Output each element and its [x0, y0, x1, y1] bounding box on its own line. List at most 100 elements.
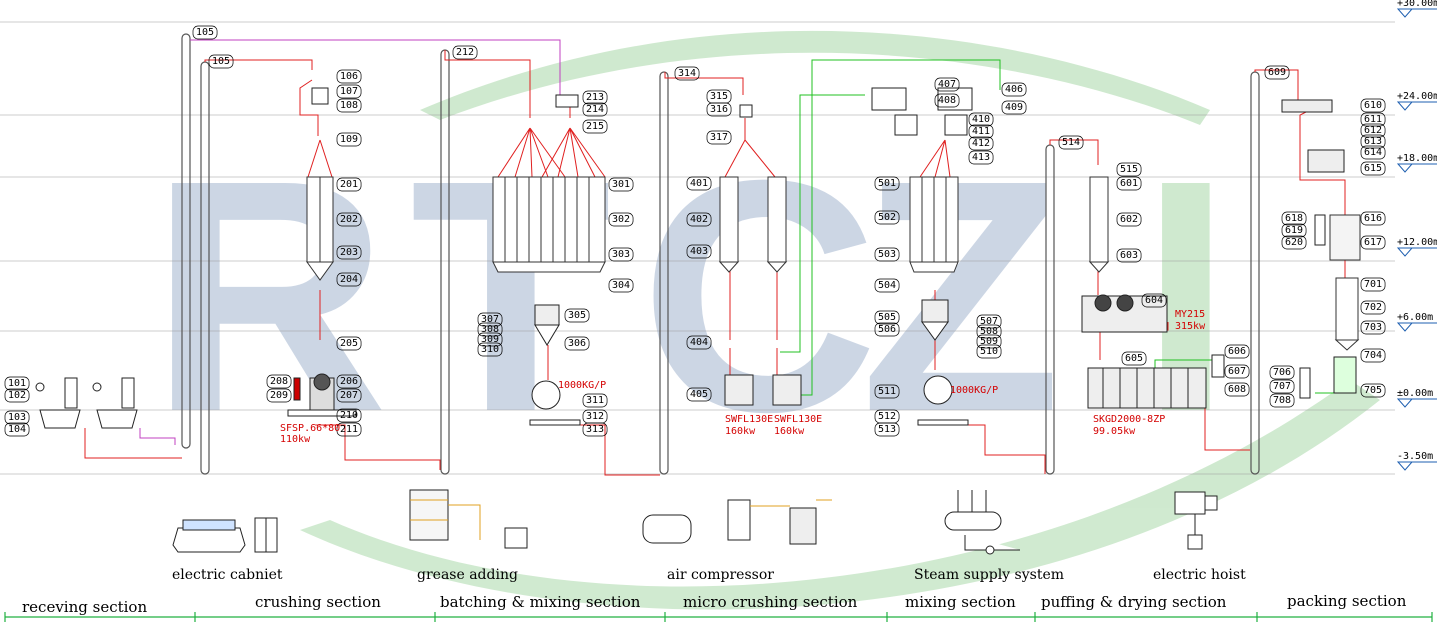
- svg-text:±0.00m: ±0.00m: [1397, 388, 1433, 399]
- tag-label: 609: [1268, 67, 1286, 78]
- tag-frame: [1360, 145, 1386, 160]
- tag-label: 405: [690, 389, 708, 400]
- tag-label: 504: [878, 280, 896, 291]
- tag-frame: [336, 98, 362, 113]
- tag-label: 604: [1145, 295, 1163, 306]
- aux-caption: air compressor: [667, 567, 774, 583]
- packing: [1281, 99, 1357, 399]
- tag-label: 407: [938, 79, 956, 90]
- tag-frame: [968, 136, 994, 151]
- tag-label: 105: [212, 56, 230, 67]
- tag-frame: [874, 278, 900, 293]
- tag-frame: [336, 177, 362, 192]
- tag-label: 514: [1062, 137, 1080, 148]
- tag-frame: [336, 336, 362, 351]
- aux-caption: electric hoist: [1153, 567, 1246, 583]
- tag-label: 616: [1364, 213, 1382, 224]
- svg-text:+30.00m: +30.00m: [1397, 0, 1437, 9]
- tag-label: 403: [690, 246, 708, 257]
- tag-frame: [4, 376, 30, 391]
- tag-label: 102: [8, 390, 26, 401]
- dryer-power: 99.05kw: [1093, 426, 1136, 437]
- tag-label: 108: [340, 100, 358, 111]
- mill1-label: SWFL130E: [725, 414, 773, 425]
- tag-frame: [968, 124, 994, 139]
- hammer-mill: [287, 373, 357, 417]
- level-marker: ±0.00m: [1396, 388, 1437, 408]
- section-label: receving section: [22, 598, 147, 616]
- section-label: puffing & drying section: [1041, 593, 1227, 611]
- tag-label: 109: [340, 134, 358, 145]
- tag-label: 404: [690, 337, 708, 348]
- tag-label: 203: [340, 247, 358, 258]
- tag-label: 205: [340, 338, 358, 349]
- mixer1: [529, 304, 581, 426]
- tag-label: 103: [8, 412, 26, 423]
- tag-label: 302: [612, 214, 630, 225]
- mill2-label: SWFL130E: [774, 414, 822, 425]
- tag-frame: [1116, 176, 1142, 191]
- tag-frame: [266, 388, 292, 403]
- tag-label: 408: [938, 95, 956, 106]
- tag-label: 311: [586, 395, 604, 406]
- electric-cabinet-icon: [172, 517, 278, 553]
- section-label: crushing section: [255, 593, 381, 611]
- tag-frame: [1360, 320, 1386, 335]
- svg-text:T: T: [410, 111, 612, 480]
- svg-text:+18.00m: +18.00m: [1397, 153, 1437, 164]
- tag-label: 204: [340, 274, 358, 285]
- tag-frame: [1269, 393, 1295, 408]
- tag-frame: [706, 130, 732, 145]
- cyclones: [871, 87, 973, 136]
- tag-label: 211: [340, 424, 358, 435]
- tag-frame: [968, 112, 994, 127]
- tag-frame: [934, 93, 960, 108]
- tag-label: 215: [586, 121, 604, 132]
- tag-label: 314: [678, 68, 696, 79]
- tag-frame: [477, 342, 503, 357]
- tag-label: 308: [481, 324, 499, 335]
- tag-label: 202: [340, 214, 358, 225]
- tag-label: 316: [710, 104, 728, 115]
- tag-frame: [582, 119, 608, 134]
- tag-frame: [582, 393, 608, 408]
- tag-label: 209: [270, 390, 288, 401]
- tag-frame: [582, 422, 608, 437]
- tag-label: 409: [1005, 102, 1023, 113]
- tag-frame: [336, 212, 362, 227]
- tag-label: 606: [1228, 346, 1246, 357]
- bins: [306, 176, 1361, 351]
- tag-label: 512: [878, 411, 896, 422]
- tag-frame: [336, 132, 362, 147]
- mill1-power: 160kw: [725, 426, 756, 437]
- steam-supply-icon: [944, 490, 1020, 555]
- tag-label: 315: [710, 91, 728, 102]
- tag-frame: [1360, 112, 1386, 127]
- mixer2: [917, 299, 969, 426]
- tag-frame: [1116, 248, 1142, 263]
- tag-frame: [452, 45, 478, 60]
- tag-label: 510: [980, 346, 998, 357]
- tag-label: 603: [1120, 250, 1138, 261]
- tag-label: 105: [196, 27, 214, 38]
- grease-adding-icon: [409, 489, 528, 549]
- tag-frame: [266, 374, 292, 389]
- tag-label: 610: [1364, 100, 1382, 111]
- tag-label: 702: [1364, 302, 1382, 313]
- tag-label: 413: [972, 152, 990, 163]
- dryer-label: SKGD2000-8ZP: [1093, 414, 1165, 425]
- aux-caption: Steam supply system: [914, 567, 1064, 583]
- tag-label: 410: [972, 114, 990, 125]
- tag-frame: [686, 387, 712, 402]
- tag-label: 212: [456, 47, 474, 58]
- tag-label: 602: [1120, 214, 1138, 225]
- aux-caption: grease adding: [417, 567, 518, 583]
- tag-frame: [874, 384, 900, 399]
- tag-frame: [874, 310, 900, 325]
- tag-frame: [1121, 351, 1147, 366]
- tag-frame: [477, 332, 503, 347]
- tag-label: 617: [1364, 237, 1382, 248]
- level-markers: +30.00m +24.00m +18.00m +12.00m +6.00m ±…: [1396, 0, 1437, 471]
- tag-frame: [608, 212, 634, 227]
- tag-label: 507: [980, 316, 998, 327]
